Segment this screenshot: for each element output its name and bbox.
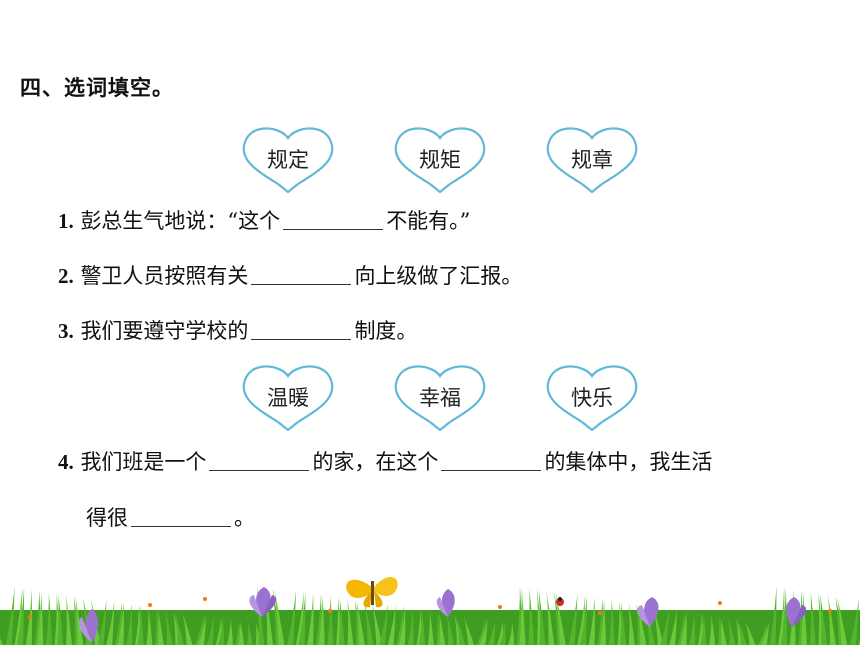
heart-icon bbox=[546, 365, 638, 432]
word-option: 幸福 bbox=[419, 386, 461, 410]
question-text: 我们班是一个 bbox=[80, 450, 207, 474]
question-2: 2. 警卫人员按照有关 向上级做了汇报。 bbox=[58, 260, 522, 290]
question-4: 4. 我们班是一个 的家，在这个 的集体中，我生活 bbox=[58, 446, 712, 476]
flower-icon bbox=[249, 587, 277, 617]
word-heart-2: 规矩 bbox=[390, 124, 490, 194]
word-option: 快乐 bbox=[571, 386, 613, 410]
question-text: 警卫人员按照有关 bbox=[80, 264, 249, 288]
word-option: 温暖 bbox=[267, 386, 309, 410]
word-option: 规章 bbox=[571, 148, 613, 172]
question-text: 。 bbox=[234, 506, 255, 530]
ladybug-icon bbox=[556, 597, 564, 606]
question-text: 不能有。” bbox=[386, 209, 471, 233]
question-4-continued: 得很 。 bbox=[86, 502, 255, 532]
heart-icon bbox=[242, 365, 334, 432]
word-heart-3: 规章 bbox=[542, 124, 642, 194]
heart-icon bbox=[394, 365, 486, 432]
section-title: 四、选词填空。 bbox=[20, 76, 174, 100]
question-text: 的集体中，我生活 bbox=[544, 450, 713, 474]
question-text: 制度。 bbox=[354, 319, 418, 343]
word-heart-5: 幸福 bbox=[390, 362, 490, 432]
heart-icon bbox=[546, 127, 638, 194]
question-text: 得很 bbox=[86, 506, 128, 530]
flower-icon bbox=[436, 589, 455, 617]
flower-icon bbox=[78, 609, 99, 643]
answer-blank[interactable] bbox=[251, 338, 352, 340]
flower-icon bbox=[786, 597, 807, 627]
answer-blank[interactable] bbox=[209, 469, 310, 471]
question-number: 3. bbox=[58, 319, 74, 343]
word-heart-1: 规定 bbox=[238, 124, 338, 194]
word-heart-4: 温暖 bbox=[238, 362, 338, 432]
question-3: 3. 我们要遵守学校的 制度。 bbox=[58, 315, 417, 345]
grass-border-decoration bbox=[0, 576, 860, 645]
butterfly-icon bbox=[346, 576, 398, 608]
question-text: 向上级做了汇报。 bbox=[354, 264, 523, 288]
heart-icon bbox=[242, 127, 334, 194]
answer-blank[interactable] bbox=[283, 228, 384, 230]
question-1: 1. 彭总生气地说：“这个 不能有。” bbox=[58, 205, 470, 235]
question-number: 2. bbox=[58, 264, 74, 288]
word-heart-6: 快乐 bbox=[542, 362, 642, 432]
word-option: 规矩 bbox=[419, 148, 461, 172]
question-number: 4. bbox=[58, 450, 74, 474]
flower-icon bbox=[637, 597, 659, 627]
question-text: 的家，在这个 bbox=[312, 450, 439, 474]
small-flowers bbox=[28, 597, 832, 619]
question-number: 1. bbox=[58, 209, 74, 233]
answer-blank[interactable] bbox=[441, 469, 542, 471]
answer-blank[interactable] bbox=[251, 283, 352, 285]
question-text: 彭总生气地说：“这个 bbox=[80, 209, 281, 233]
heart-icon bbox=[394, 127, 486, 194]
word-option: 规定 bbox=[267, 148, 309, 172]
question-text: 我们要遵守学校的 bbox=[80, 319, 249, 343]
answer-blank[interactable] bbox=[131, 525, 231, 527]
